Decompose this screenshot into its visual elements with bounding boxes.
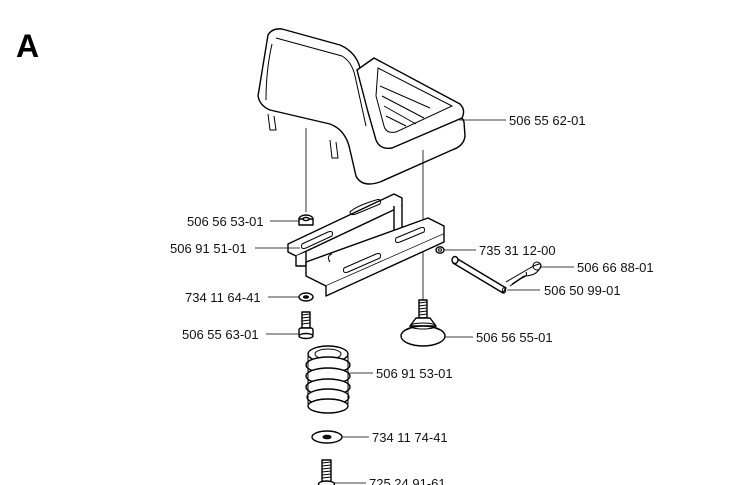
pin-part bbox=[451, 255, 507, 294]
knob-part bbox=[400, 299, 446, 347]
callout-pin-label: 506 50 99-01 bbox=[544, 283, 621, 298]
washer-large-part bbox=[311, 430, 343, 444]
clip-ring-part bbox=[435, 246, 445, 254]
callout-bolt-label: 506 55 63-01 bbox=[182, 327, 259, 342]
hair-pin-part bbox=[505, 261, 542, 287]
spring-part bbox=[305, 345, 351, 414]
callout-knob-label: 506 56 55-01 bbox=[476, 330, 553, 345]
nut-top-part bbox=[298, 214, 314, 226]
bracket-part bbox=[287, 193, 445, 297]
callout-nut-top-label: 506 56 53-01 bbox=[187, 214, 264, 229]
callout-hair-pin-label: 506 66 88-01 bbox=[577, 260, 654, 275]
section-letter: A bbox=[16, 28, 39, 64]
leader-lines bbox=[255, 119, 574, 484]
callout-bracket-label: 506 91 51-01 bbox=[170, 241, 247, 256]
callout-spring-label: 506 91 53-01 bbox=[376, 366, 453, 381]
callout-washer-large-label: 734 11 74-41 bbox=[372, 430, 448, 445]
callout-washer-small-label: 734 11 64-41 bbox=[185, 290, 261, 305]
callout-seat-label: 506 55 62-01 bbox=[509, 113, 586, 128]
bottom-bolt-part bbox=[317, 459, 336, 485]
callout-clip-ring-label: 735 31 12-00 bbox=[479, 243, 556, 258]
callout-bottom-bolt-label: 725 24 91-61 bbox=[369, 476, 446, 485]
seat-part bbox=[257, 28, 466, 185]
bolt-part bbox=[298, 311, 314, 340]
washer-small-part bbox=[298, 292, 314, 302]
